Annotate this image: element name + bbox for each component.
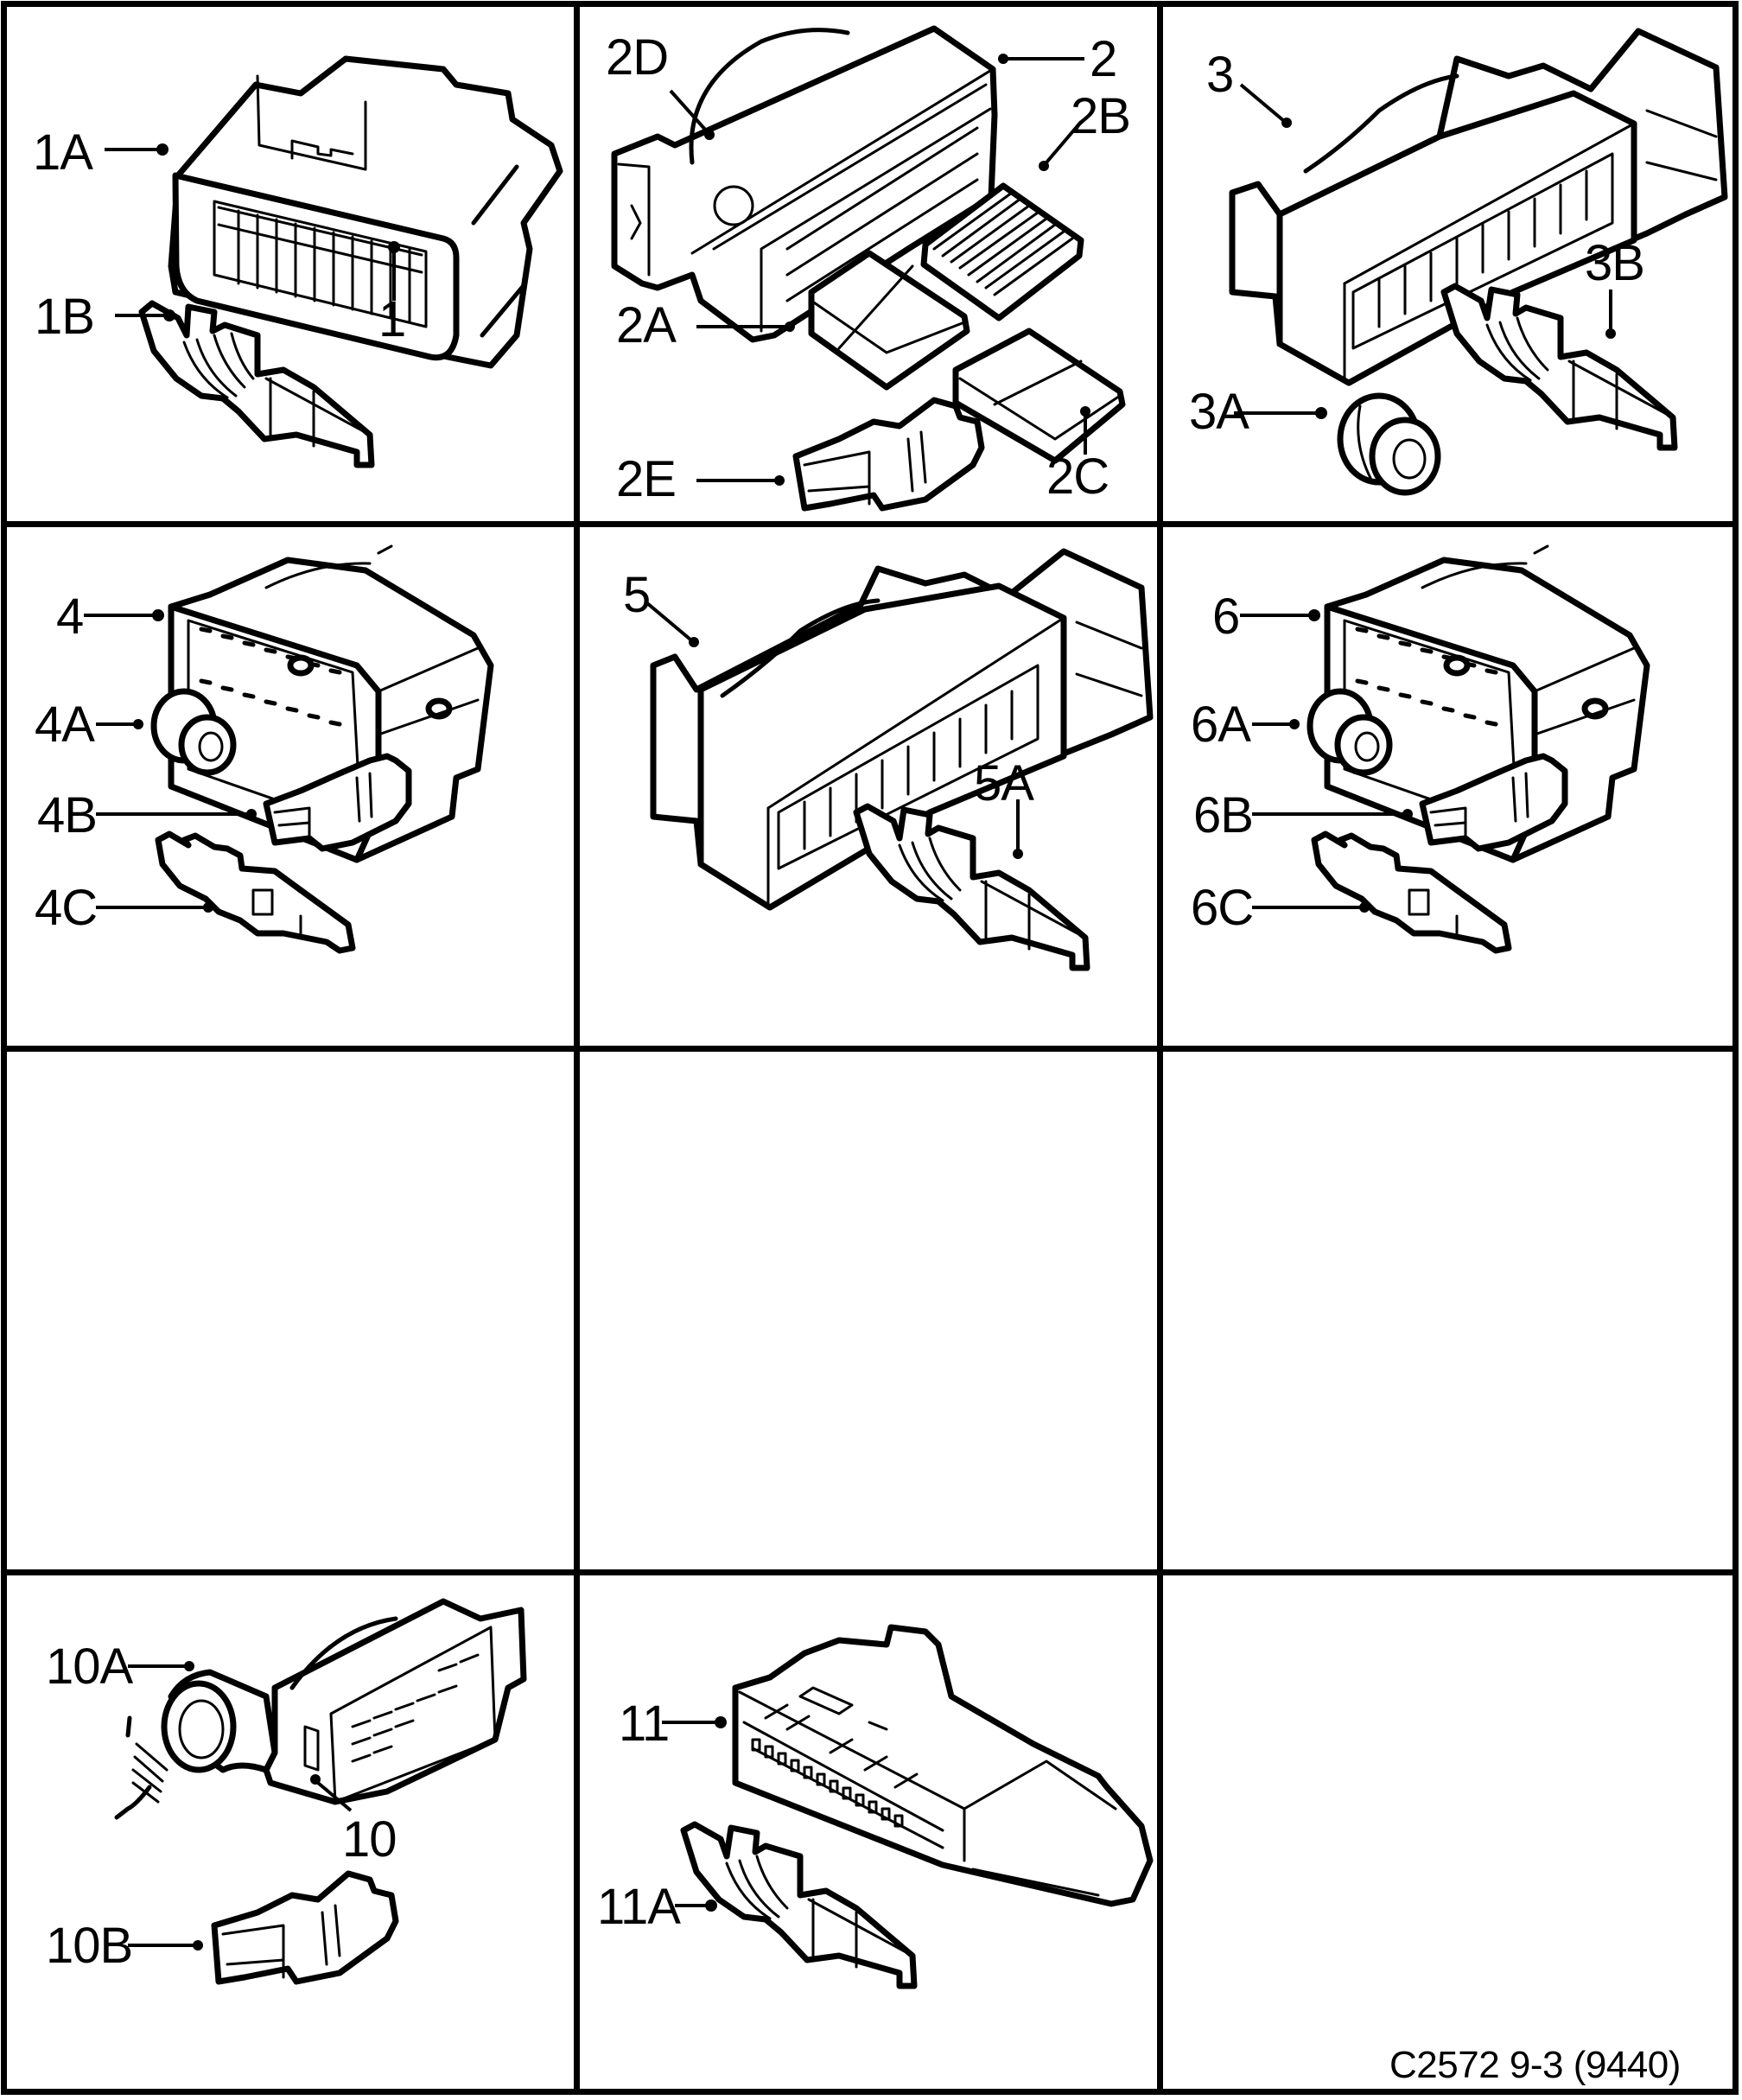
callout-label-4: 4 — [56, 589, 84, 645]
callout-label-6C: 6C — [1191, 880, 1254, 936]
callout-label-5A: 5A — [974, 755, 1034, 811]
callout-label-1A: 1A — [33, 124, 93, 181]
callout-label-10A: 10A — [46, 1639, 133, 1695]
grid-divider-horizontal-1 — [1, 521, 1739, 527]
figure-code: C2572 9-3 (9440) — [1389, 2044, 1681, 2086]
callout-label-6: 6 — [1212, 589, 1240, 645]
cell-10: 10A 10 10B — [7, 1575, 574, 2089]
connector-10-drawing — [114, 1598, 527, 1985]
callout-label-11A: 11A — [597, 1879, 681, 1935]
callout-label-4C: 4C — [35, 880, 98, 936]
grid-divider-horizontal-3 — [1, 1569, 1739, 1575]
callout-label-3B: 3B — [1585, 235, 1645, 291]
callout-label-4A: 4A — [35, 697, 95, 753]
callout-label-11: 11 — [619, 1696, 670, 1752]
cell-5: 5 5A — [580, 527, 1157, 1046]
callout-label-5: 5 — [623, 567, 651, 623]
callout-label-2: 2 — [1090, 31, 1117, 87]
cell-2: 2D 2 2B 2A 2C 2E — [580, 7, 1157, 521]
connector-1-drawing — [105, 55, 563, 468]
cell-4: 4 4A 4B 4C — [7, 527, 574, 1046]
callout-label-2B: 2B — [1071, 88, 1131, 144]
cell-7-empty — [7, 1052, 574, 1569]
cell-6: 6 6A 6B 6C — [1163, 527, 1732, 1046]
callout-label-2E: 2E — [616, 451, 677, 507]
callout-label-1B: 1B — [35, 289, 95, 345]
grid-divider-horizontal-2 — [1, 1046, 1739, 1052]
callout-label-2D: 2D — [606, 29, 669, 86]
cell-3: 3 3B 3A — [1163, 7, 1732, 521]
callout-label-6B: 6B — [1193, 787, 1254, 843]
connector-11-drawing — [662, 1624, 1154, 1989]
callout-label-10: 10 — [342, 1811, 397, 1868]
callout-label-2A: 2A — [616, 297, 677, 353]
connector-5-drawing — [645, 548, 1154, 971]
callout-label-6A: 6A — [1191, 697, 1251, 753]
callout-label-4B: 4B — [37, 787, 98, 843]
callout-label-1: 1 — [378, 291, 406, 347]
connector-3-drawing — [1229, 28, 1728, 496]
callout-label-3A: 3A — [1189, 384, 1249, 440]
connector-2-drawing — [611, 25, 1126, 512]
cell-1: 1A 1 1B — [7, 7, 574, 521]
cell-8-empty — [580, 1052, 1157, 1569]
callout-label-2C: 2C — [1046, 449, 1109, 505]
cell-12: C2572 9-3 (9440) — [1163, 1575, 1732, 2089]
callout-label-10B: 10B — [46, 1918, 133, 1974]
cell-9-empty — [1163, 1052, 1732, 1569]
cell-11: 11 11A — [580, 1575, 1157, 2089]
callout-label-3: 3 — [1206, 47, 1234, 103]
connector-6-drawing — [1240, 544, 1650, 954]
connector-4-drawing — [84, 544, 494, 954]
